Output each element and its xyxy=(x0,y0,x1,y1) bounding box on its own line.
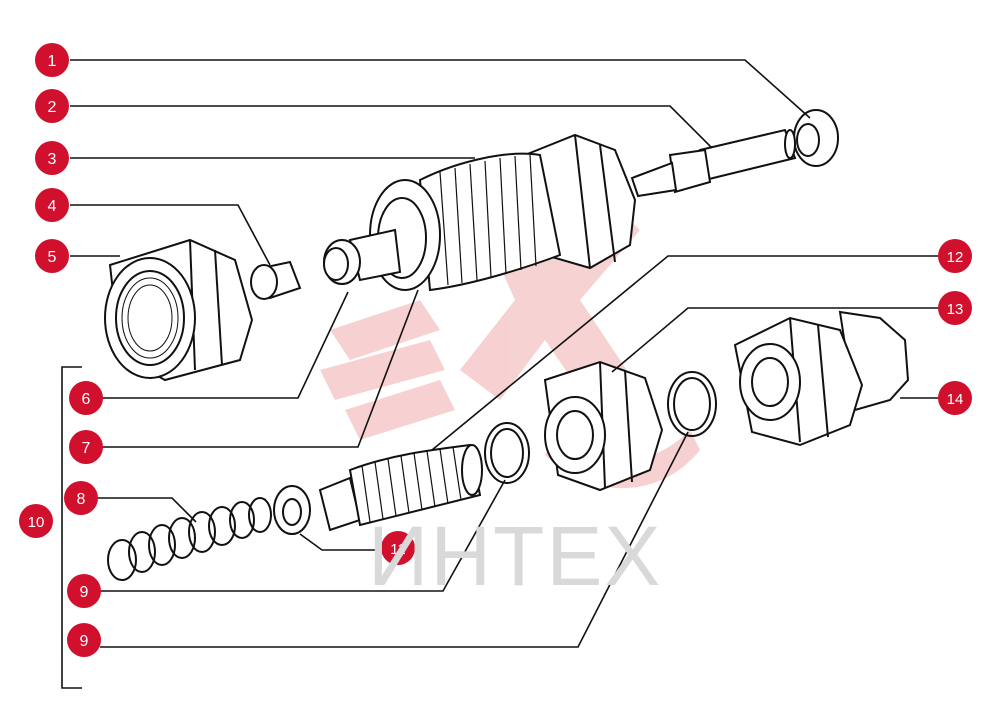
part-5-cap-nut xyxy=(104,238,254,382)
callout-11[interactable]: 11 xyxy=(381,531,415,565)
svg-text:7: 7 xyxy=(82,440,91,457)
part-14-cap-nut xyxy=(733,310,910,447)
leader-11 xyxy=(299,533,380,551)
callout-7[interactable]: 7 xyxy=(69,430,103,464)
svg-text:11: 11 xyxy=(390,541,406,558)
part-9-o-rings xyxy=(484,371,717,484)
leader-lines xyxy=(61,59,940,689)
part-8-spring xyxy=(107,497,272,581)
leader-2 xyxy=(70,105,713,149)
part-11-small-washer xyxy=(273,485,311,535)
part-3-valve-body xyxy=(323,133,637,292)
callout-14[interactable]: 14 xyxy=(938,381,972,415)
svg-text:8: 8 xyxy=(77,491,86,508)
leader-12 xyxy=(431,255,940,451)
part-1-washer xyxy=(793,109,839,167)
callout-3[interactable]: 3 xyxy=(35,141,69,175)
callout-9b[interactable]: 9 xyxy=(67,623,101,657)
bracket-10 xyxy=(61,366,82,689)
leader-9a xyxy=(100,479,506,592)
leader-9b xyxy=(100,431,689,648)
callouts: 1 2 3 4 5 6 7 xyxy=(19,43,972,657)
part-2-needle xyxy=(630,128,797,198)
part-4-seat xyxy=(250,260,302,300)
svg-text:3: 3 xyxy=(48,151,57,168)
callout-1[interactable]: 1 xyxy=(35,43,69,77)
callout-4[interactable]: 4 xyxy=(35,188,69,222)
leader-1 xyxy=(70,59,811,119)
callout-8[interactable]: 8 xyxy=(64,481,98,515)
leader-6 xyxy=(100,291,349,399)
callout-12[interactable]: 12 xyxy=(938,239,972,273)
svg-text:6: 6 xyxy=(82,391,91,408)
svg-text:9: 9 xyxy=(80,633,89,650)
svg-text:4: 4 xyxy=(48,198,57,215)
callout-5[interactable]: 5 xyxy=(35,239,69,273)
part-13-hex-nut xyxy=(543,360,664,492)
callout-6[interactable]: 6 xyxy=(69,381,103,415)
callout-2[interactable]: 2 xyxy=(35,89,69,123)
svg-text:1: 1 xyxy=(48,53,57,70)
leader-7 xyxy=(100,289,419,448)
svg-text:2: 2 xyxy=(48,99,57,116)
leader-4 xyxy=(70,204,271,266)
leader-13 xyxy=(611,307,940,373)
watermark-text: ИНТЕХ xyxy=(368,509,663,603)
svg-text:13: 13 xyxy=(947,301,964,318)
part-12-threaded-insert xyxy=(318,443,483,532)
svg-text:5: 5 xyxy=(48,249,57,266)
callout-13[interactable]: 13 xyxy=(938,291,972,325)
callout-10[interactable]: 10 xyxy=(19,504,53,538)
svg-text:14: 14 xyxy=(947,391,964,408)
leader-8 xyxy=(98,497,197,523)
callout-9a[interactable]: 9 xyxy=(67,574,101,608)
svg-text:12: 12 xyxy=(947,249,964,266)
svg-text:9: 9 xyxy=(80,584,89,601)
svg-text:10: 10 xyxy=(28,514,45,531)
